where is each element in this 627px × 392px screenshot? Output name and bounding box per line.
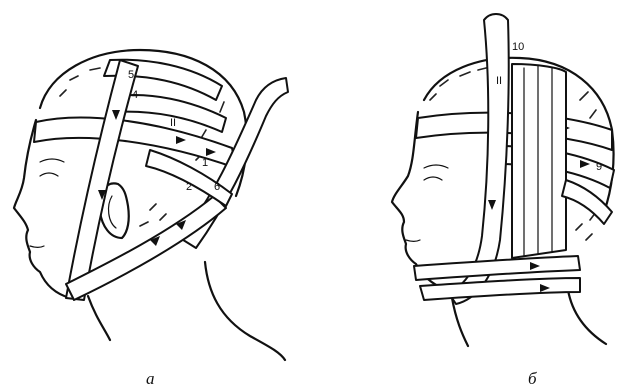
figure-a-caption: а — [146, 369, 155, 388]
figure-b-back-band — [562, 180, 612, 224]
figure-a-label-6: 6 — [214, 181, 220, 193]
figure-a-label-II: II — [170, 117, 176, 129]
figure-b-chin-band-2 — [420, 278, 580, 300]
figure-b-chin-band-1 — [414, 256, 580, 280]
figure-b-label-II: II — [496, 75, 502, 87]
figure-b: 10 II 9 б — [392, 14, 614, 388]
figure-b-label-9: 9 — [596, 161, 602, 173]
figure-b-neck — [452, 290, 606, 346]
figure-a-label-4: 4 — [132, 89, 138, 101]
figure-a-label-5: 5 — [128, 69, 134, 81]
figure-b-mouth — [406, 240, 420, 242]
figure-b-eye — [424, 165, 448, 180]
figure-b-label-10: 10 — [512, 41, 524, 53]
figure-b-caption: б — [528, 369, 537, 388]
figure-a-label-2: 2 — [186, 181, 192, 193]
figure-b-strap-band — [512, 64, 566, 258]
figure-b-face-profile — [392, 112, 446, 290]
figure-a-label-1: 1 — [202, 157, 208, 169]
figure-a-face-profile — [14, 120, 70, 298]
figure-a-eye — [40, 159, 64, 176]
figure-a: 5 4 II 1 2 6 а — [14, 50, 288, 388]
figure-a-mouth — [30, 246, 44, 248]
